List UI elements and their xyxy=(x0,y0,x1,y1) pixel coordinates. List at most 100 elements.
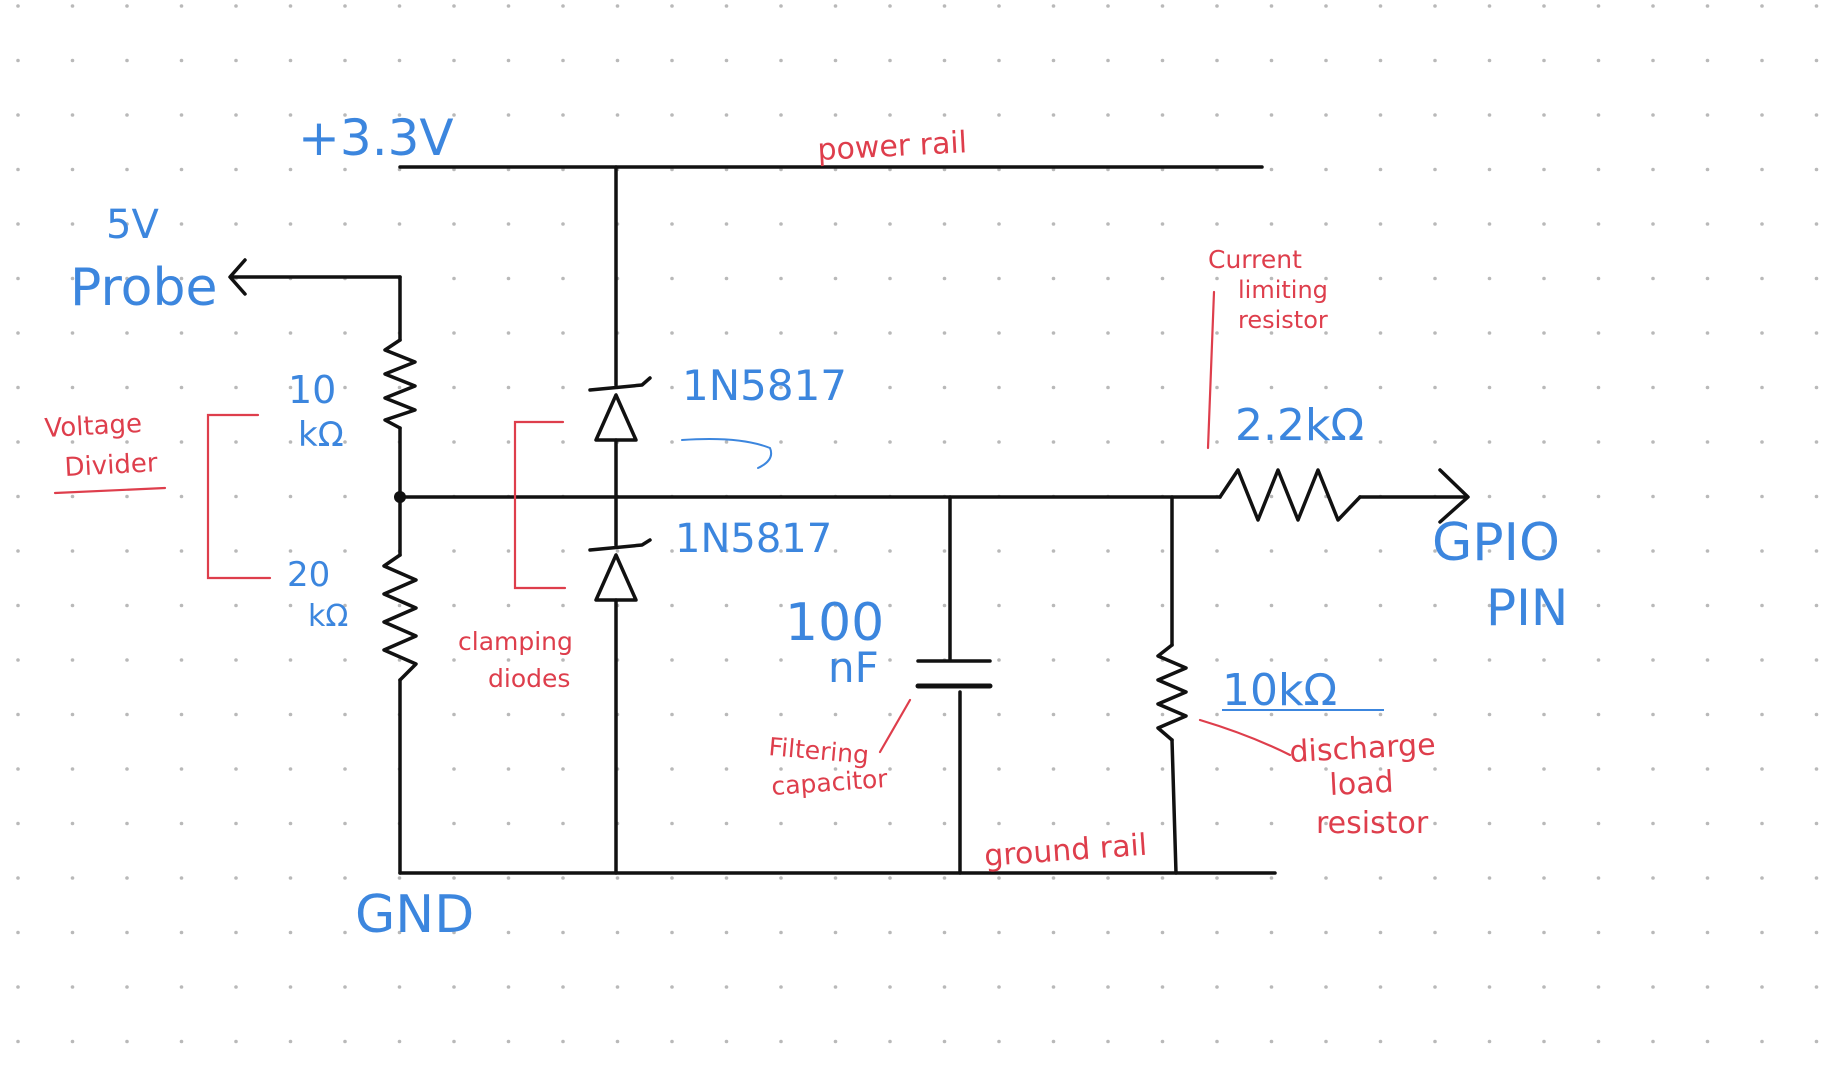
grid-dot xyxy=(16,930,20,935)
grid-dot xyxy=(125,167,129,172)
grid-dot xyxy=(179,930,184,935)
grid-dot xyxy=(615,985,620,989)
grid-dot xyxy=(1487,222,1492,226)
grid-dot xyxy=(561,985,565,989)
grid-dot xyxy=(1487,167,1492,172)
grid-dot xyxy=(779,549,783,553)
grid-dot xyxy=(1814,603,1819,608)
grid-dot xyxy=(724,331,729,335)
grid-dot xyxy=(1596,440,1601,444)
grid-dot xyxy=(779,1039,783,1044)
grid-dot xyxy=(1542,549,1546,553)
grid-dot xyxy=(234,876,238,880)
grid-dot xyxy=(125,4,129,8)
grid-dot xyxy=(724,876,729,880)
grid-dot xyxy=(70,1039,75,1044)
grid-dot xyxy=(1760,1039,1764,1044)
grid-dot xyxy=(1814,494,1819,499)
grid-dot xyxy=(1596,385,1601,390)
grid-dot xyxy=(561,712,565,717)
grid-dot xyxy=(1542,876,1546,880)
grid-dot xyxy=(343,494,347,499)
grid-dot xyxy=(1814,767,1819,771)
grid-dot xyxy=(1705,985,1710,989)
grid-dot xyxy=(670,767,674,771)
grid-dot xyxy=(1106,549,1110,553)
grid-dot xyxy=(288,1039,293,1044)
grid-dot xyxy=(1269,494,1274,499)
grid-dot xyxy=(1705,331,1710,335)
grid-dot xyxy=(70,167,75,172)
grid-dot xyxy=(1051,222,1056,226)
grid-dot xyxy=(724,821,729,826)
grid-dot xyxy=(125,985,129,989)
grid-dot xyxy=(179,767,184,771)
grid-dot xyxy=(506,549,511,553)
grid-dot xyxy=(942,549,947,553)
grid-dot xyxy=(1542,222,1546,226)
grid-dot xyxy=(1651,58,1655,63)
grid-dot xyxy=(1433,1039,1437,1044)
grid-dot xyxy=(452,712,456,717)
grid-dot xyxy=(1760,712,1764,717)
grid-dot xyxy=(561,58,565,63)
grid-dot xyxy=(234,58,238,63)
grid-dot xyxy=(833,385,838,390)
grid-dot xyxy=(1760,385,1764,390)
grid-dot xyxy=(1542,331,1546,335)
grid-dot xyxy=(1324,113,1328,117)
grid-dot xyxy=(670,440,674,444)
r2-value-line2: kΩ xyxy=(308,599,348,634)
grid-dot xyxy=(1106,1039,1110,1044)
grid-dot xyxy=(1814,821,1819,826)
grid-dot xyxy=(397,113,402,117)
grid-dot xyxy=(724,440,729,444)
grid-dot xyxy=(1106,658,1110,662)
grid-dot xyxy=(70,712,75,717)
grid-dot xyxy=(343,385,347,390)
grid-dot xyxy=(1324,4,1328,8)
grid-dot xyxy=(997,821,1001,826)
grid-dot xyxy=(1433,767,1437,771)
grid-dot xyxy=(1215,331,1219,335)
grid-dot xyxy=(1705,385,1710,390)
grid-dot xyxy=(1324,876,1328,880)
grid-dot xyxy=(833,658,838,662)
grid-dot xyxy=(16,658,20,662)
grid-dot xyxy=(888,440,892,444)
grid-dot xyxy=(779,331,783,335)
grid-dot xyxy=(1215,58,1219,63)
grid-dot xyxy=(1760,603,1764,608)
grid-dot xyxy=(1051,985,1056,989)
grid-dot xyxy=(942,1039,947,1044)
grid-dot xyxy=(1542,494,1546,499)
grid-dot xyxy=(16,276,20,281)
grid-dot xyxy=(397,58,402,63)
grid-dot xyxy=(1269,222,1274,226)
grid-dot xyxy=(1705,167,1710,172)
grid-dot xyxy=(1705,712,1710,717)
grid-dot xyxy=(615,930,620,935)
grid-dot xyxy=(1215,658,1219,662)
grid-dot xyxy=(452,821,456,826)
grid-dot xyxy=(1051,113,1056,117)
grid-dot xyxy=(1106,113,1110,117)
grid-dot xyxy=(997,767,1001,771)
grid-dot xyxy=(1324,440,1328,444)
grid-dot xyxy=(288,494,293,499)
grid-dot xyxy=(1051,440,1056,444)
grid-dot xyxy=(1596,494,1601,499)
grid-dot xyxy=(1215,876,1219,880)
grid-dot xyxy=(779,985,783,989)
grid-dot xyxy=(1760,222,1764,226)
grid-dot xyxy=(1705,930,1710,935)
grid-dot xyxy=(1160,930,1165,935)
grid-dot xyxy=(833,876,838,880)
grid-dot xyxy=(506,712,511,717)
grid-dot xyxy=(288,331,293,335)
grid-dot xyxy=(997,385,1001,390)
grid-dot xyxy=(615,549,620,553)
grid-dot xyxy=(888,1039,892,1044)
grid-dot xyxy=(779,876,783,880)
diode-top-cathode-bar xyxy=(588,376,652,392)
